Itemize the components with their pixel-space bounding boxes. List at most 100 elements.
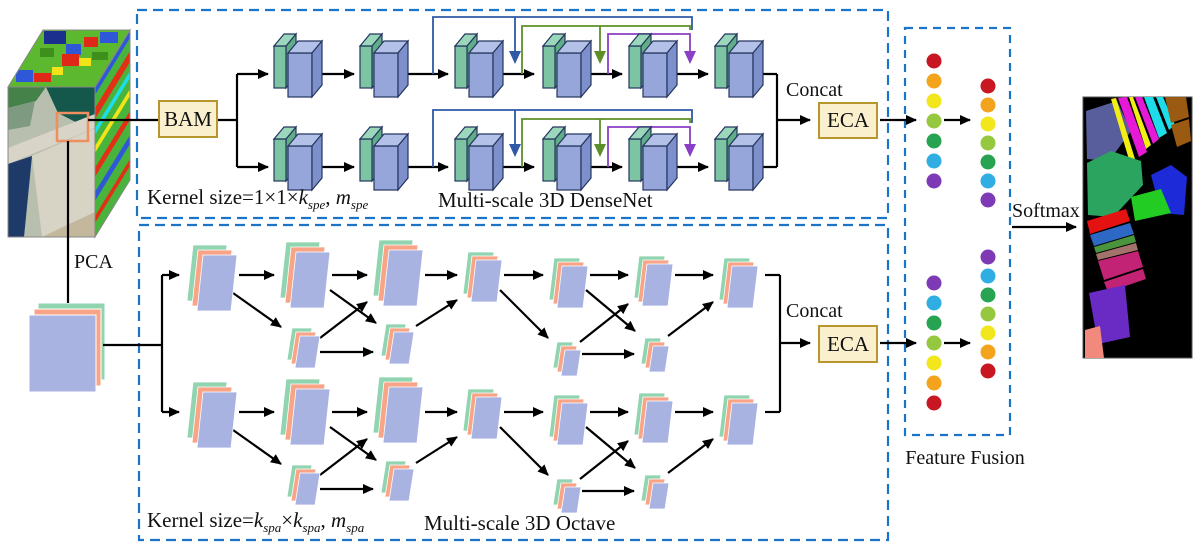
hyperspectral-cube	[7, 28, 131, 239]
feature-dot-yellow	[926, 93, 942, 109]
dense-block-pair	[713, 32, 765, 99]
dense-block-pair	[627, 125, 679, 192]
map-region	[1098, 251, 1143, 280]
map-region	[1094, 235, 1136, 253]
feature-dot-lightgreen	[980, 306, 996, 322]
map-region	[1165, 97, 1189, 123]
feature-dot-cyan	[980, 173, 996, 189]
map-region	[1129, 97, 1151, 149]
roi-patch-outline	[55, 111, 90, 143]
feature-dot-cyan	[980, 268, 996, 284]
octave-feature-group	[186, 244, 238, 312]
feature-dot-purple	[926, 275, 942, 291]
octave-feature-group	[380, 323, 415, 365]
octave-feature-group	[633, 255, 674, 307]
feature-dot-red	[980, 78, 996, 94]
map-region	[1171, 119, 1191, 147]
octave-feature-group	[279, 378, 331, 446]
skip-connection	[432, 16, 693, 74]
flow-arrow	[232, 292, 282, 328]
map-region	[1085, 326, 1104, 358]
bam-label: BAM	[164, 106, 212, 131]
octave-feature-group	[633, 392, 674, 444]
feature-dot-lightgreen	[926, 113, 942, 129]
flow-arrow	[667, 438, 714, 474]
feature-dot-green	[980, 287, 996, 303]
flow-arrow	[319, 438, 368, 476]
flow-arrow	[499, 426, 549, 476]
feature-dot-orange	[980, 344, 996, 360]
dense-block-pair	[713, 125, 765, 192]
densenet-title: Multi-scale 3D DenseNet	[438, 188, 653, 212]
map-region	[1087, 151, 1143, 217]
feature-dot-orange	[926, 375, 942, 391]
octave-feature-group	[380, 460, 415, 502]
octave-feature-group	[279, 241, 331, 309]
octave-feature-group	[462, 251, 503, 303]
octave-feature-group	[286, 464, 321, 506]
octave-title: Multi-scale 3D Octave	[424, 511, 616, 535]
feature-dot-orange	[980, 97, 996, 113]
dense-block-pair	[272, 32, 324, 99]
flow-arrow	[415, 299, 458, 327]
eca-spatial-label: ECA	[827, 331, 869, 356]
flow-arrow	[585, 289, 636, 332]
cube-top-heatmap	[8, 30, 130, 87]
eca-spectral-label: ECA	[827, 108, 869, 132]
dense-block-pair	[272, 125, 324, 192]
kernel-size-spectral-label: Kernel size=1×1×kspe, mspe	[147, 185, 369, 213]
flow-arrow	[232, 429, 282, 465]
kernel-size-spatial-label: Kernel size=kspa×kspa, mspa	[147, 508, 365, 536]
pca-label: PCA	[74, 251, 113, 273]
map-region	[1118, 97, 1147, 157]
feature-dot-orange	[926, 73, 942, 89]
feature-dot-red	[926, 395, 942, 411]
octave-feature-group	[640, 474, 670, 510]
feature-dot-red	[926, 53, 942, 69]
flow-arrow	[667, 301, 714, 337]
dense-block-pair	[541, 32, 593, 99]
feature-dot-cyan	[926, 295, 942, 311]
feature-dot-purple	[980, 192, 996, 208]
dense-block-pair	[453, 32, 505, 99]
feature-dot-green	[980, 154, 996, 170]
map-region	[1090, 223, 1134, 246]
feature-dot-green	[926, 133, 942, 149]
octave-feature-group	[372, 239, 424, 307]
dense-block-pair	[541, 125, 593, 192]
octave-feature-group	[552, 341, 582, 377]
densenet-section-box	[135, 8, 890, 220]
flow-arrow	[579, 303, 629, 343]
flow-arrow	[415, 436, 458, 464]
feature-fusion-box	[903, 26, 1012, 437]
octave-section-box	[137, 223, 890, 542]
flow-arrow	[579, 440, 629, 480]
map-region	[1135, 97, 1159, 144]
feature-dot-purple	[926, 173, 942, 189]
feature-fusion-label: Feature Fusion	[905, 447, 1025, 469]
dense-block-pair	[453, 125, 505, 192]
softmax-label: Softmax	[1012, 200, 1080, 222]
pca-component-stack	[28, 302, 106, 393]
flow-arrow	[329, 426, 377, 461]
octave-feature-group	[718, 394, 759, 446]
octave-feature-group	[372, 376, 424, 444]
map-region	[1087, 209, 1130, 234]
octave-feature-group	[718, 257, 759, 309]
skip-connection	[521, 118, 691, 167]
feature-dot-purple	[980, 249, 996, 265]
eca-block-spectral: ECA	[818, 102, 878, 139]
octave-feature-group	[552, 478, 582, 514]
flow-arrow	[585, 426, 636, 469]
map-region	[1156, 97, 1175, 130]
dense-block-pair	[358, 125, 410, 192]
octave-feature-group	[548, 257, 589, 309]
dense-block-pair	[627, 32, 679, 99]
skip-connection	[521, 25, 691, 74]
octave-feature-group	[286, 327, 321, 369]
flow-arrow	[499, 289, 549, 339]
eca-block-spatial: ECA	[818, 325, 878, 363]
octave-feature-group	[640, 337, 670, 373]
